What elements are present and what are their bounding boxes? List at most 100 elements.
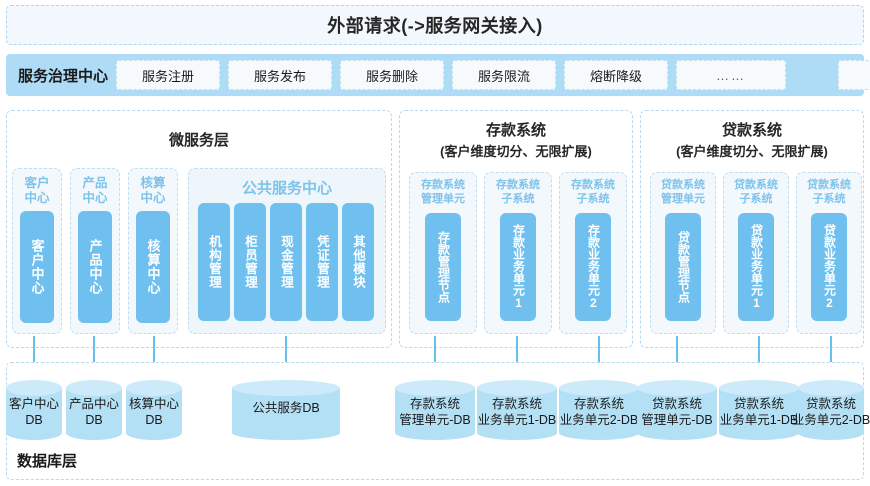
- loan-unit-2[interactable]: 贷款系统子系统贷款业务单元2: [796, 172, 862, 334]
- database-cylinder-8[interactable]: 贷款系统业务单元1-DB: [719, 380, 799, 442]
- loan-unit-1-label: 贷款系统子系统: [734, 179, 778, 205]
- microservice-center-2-label: 核算中心: [140, 176, 166, 205]
- microservice-center-2-node-label: 核算中心: [145, 239, 161, 295]
- database-cylinder-7[interactable]: 贷款系统管理单元-DB: [637, 380, 717, 442]
- governance-button-3[interactable]: 服务限流: [452, 60, 557, 90]
- deposit-unit-1[interactable]: 存款系统子系统存款业务单元1: [484, 172, 552, 334]
- connector-line-5: [516, 336, 518, 372]
- loan-unit-0-node-label: 贷款管理节点: [676, 231, 691, 303]
- connector-line-4: [434, 336, 436, 372]
- loan-unit-2-node[interactable]: 贷款业务单元2: [811, 213, 847, 321]
- microservice-center-1-node-label: 产品中心: [87, 239, 103, 295]
- deposit-system-title: 存款系统: [485, 122, 546, 139]
- database-cylinder-6-label: 存款系统业务单元2-DB: [559, 397, 639, 427]
- governance-button-0[interactable]: 服务注册: [116, 60, 221, 90]
- cylinder-body: [66, 388, 122, 440]
- loan-system-title: 贷款系统: [721, 122, 782, 139]
- cylinder-top: [559, 380, 639, 396]
- deposit-unit-1-node[interactable]: 存款业务单元1: [500, 213, 536, 321]
- deposit-unit-0-label: 存款系统管理单元: [421, 179, 465, 205]
- cylinder-top: [719, 380, 799, 396]
- cylinder-top: [126, 380, 182, 396]
- cylinder-body: [798, 388, 864, 440]
- microservice-layer-title: 微服务层: [168, 132, 229, 149]
- public-service-module-1[interactable]: 柜员管理: [234, 203, 266, 321]
- public-service-center-title: 公共服务中心: [241, 180, 332, 197]
- drs-button[interactable]: DRS: [838, 60, 870, 90]
- deposit-unit-1-node-label: 存款业务单元1: [511, 224, 526, 310]
- cylinder-body: [559, 388, 639, 440]
- governance-button-1[interactable]: 服务发布: [228, 60, 333, 90]
- loan-unit-0-node[interactable]: 贷款管理节点: [665, 213, 701, 321]
- deposit-unit-2-node-label: 存款业务单元2: [586, 224, 601, 310]
- cylinder-body: [232, 388, 340, 440]
- service-governance-title: 服务治理中心: [18, 67, 109, 85]
- connector-line-9: [830, 336, 832, 372]
- microservice-center-2[interactable]: 核算中心核算中心: [128, 168, 178, 334]
- deposit-unit-2[interactable]: 存款系统子系统存款业务单元2: [559, 172, 627, 334]
- microservice-center-2-node[interactable]: 核算中心: [136, 211, 170, 323]
- external-request-title: 外部请求(->服务网关接入): [327, 16, 543, 36]
- public-service-module-1-label: 柜员管理: [243, 235, 257, 289]
- governance-button-2[interactable]: 服务删除: [340, 60, 445, 90]
- cylinder-body: [126, 388, 182, 440]
- cylinder-body: [477, 388, 557, 440]
- microservice-center-0-node-label: 客户中心: [29, 239, 45, 295]
- public-service-module-3[interactable]: 凭证管理: [306, 203, 338, 321]
- deposit-unit-0-node[interactable]: 存款管理节点: [425, 213, 461, 321]
- connector-line-7: [676, 336, 678, 372]
- database-cylinder-4[interactable]: 存款系统管理单元-DB: [395, 380, 475, 442]
- deposit-unit-2-node[interactable]: 存款业务单元2: [575, 213, 611, 321]
- cylinder-body: [719, 388, 799, 440]
- connector-line-1: [93, 336, 95, 372]
- microservice-center-0-node[interactable]: 客户中心: [20, 211, 54, 323]
- cylinder-top: [798, 380, 864, 396]
- deposit-unit-1-label: 存款系统子系统: [496, 179, 540, 205]
- connector-line-0: [33, 336, 35, 372]
- connector-line-8: [758, 336, 760, 372]
- public-service-module-2[interactable]: 现金管理: [270, 203, 302, 321]
- database-cylinder-9-label: 贷款系统业务单元2-DB: [791, 397, 870, 427]
- connector-line-3: [285, 336, 287, 372]
- database-cylinder-5-label: 存款系统业务单元1-DB: [477, 397, 557, 427]
- database-cylinder-3[interactable]: 公共服务DB: [232, 380, 340, 442]
- public-service-module-0[interactable]: 机构管理: [198, 203, 230, 321]
- microservice-center-0[interactable]: 客户中心客户中心: [12, 168, 62, 334]
- database-cylinder-6[interactable]: 存款系统业务单元2-DB: [559, 380, 639, 442]
- database-cylinder-4-label: 存款系统管理单元-DB: [399, 397, 471, 427]
- public-service-module-3-label: 凭证管理: [315, 235, 329, 289]
- microservice-center-1[interactable]: 产品中心产品中心: [70, 168, 120, 334]
- database-cylinder-7-label: 贷款系统管理单元-DB: [641, 397, 713, 427]
- deposit-unit-0[interactable]: 存款系统管理单元存款管理节点: [409, 172, 477, 334]
- connector-line-2: [153, 336, 155, 372]
- microservice-center-0-label: 客户中心: [24, 176, 50, 205]
- external-request-bar: 外部请求(->服务网关接入): [6, 5, 864, 45]
- loan-unit-0[interactable]: 贷款系统管理单元贷款管理节点: [650, 172, 716, 334]
- public-service-module-4-label: 其他模块: [351, 235, 365, 289]
- database-cylinder-9[interactable]: 贷款系统业务单元2-DB: [792, 380, 870, 442]
- cylinder-body: [6, 388, 62, 440]
- cylinder-top: [66, 380, 122, 396]
- cylinder-top: [637, 380, 717, 396]
- cylinder-top: [477, 380, 557, 396]
- governance-button-5[interactable]: ……: [676, 60, 787, 90]
- database-cylinder-5[interactable]: 存款系统业务单元1-DB: [477, 380, 557, 442]
- loan-unit-1[interactable]: 贷款系统子系统贷款业务单元1: [723, 172, 789, 334]
- database-cylinder-8-label: 贷款系统业务单元1-DB: [719, 397, 799, 427]
- cylinder-body: [637, 388, 717, 440]
- public-service-center-card: 公共服务中心 机构管理柜员管理 现金管理 凭证管理 其他模块: [188, 168, 386, 334]
- deposit-unit-2-label: 存款系统子系统: [571, 179, 615, 205]
- governance-button-4[interactable]: 熔断降级: [564, 60, 669, 90]
- public-service-module-2-label: 现金管理: [279, 235, 293, 289]
- loan-unit-1-node[interactable]: 贷款业务单元1: [738, 213, 774, 321]
- cylinder-top: [6, 380, 62, 396]
- public-service-module-4[interactable]: 其他模块: [342, 203, 374, 321]
- microservice-center-1-node[interactable]: 产品中心: [78, 211, 112, 323]
